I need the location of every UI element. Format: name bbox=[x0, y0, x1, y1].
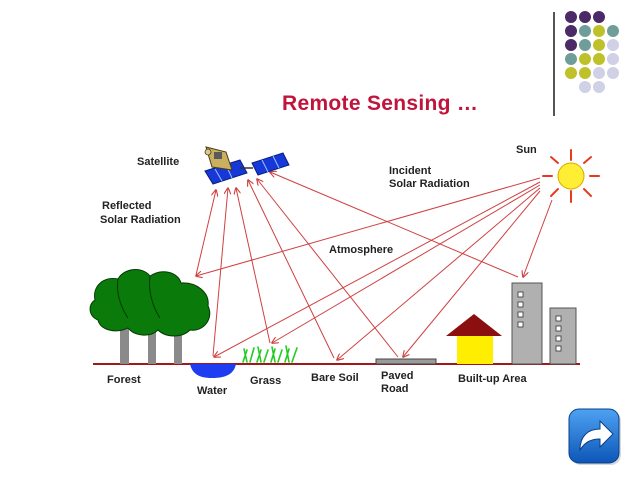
atmosphere-label: Atmosphere bbox=[329, 244, 394, 256]
paved-road-label-line2: Road bbox=[381, 383, 409, 395]
dot bbox=[565, 39, 577, 51]
dot bbox=[565, 11, 577, 23]
dot bbox=[579, 67, 591, 79]
dot bbox=[565, 67, 577, 79]
dot bbox=[565, 53, 577, 65]
dot bbox=[607, 67, 619, 79]
dot bbox=[593, 25, 605, 37]
page-title: Remote Sensing … bbox=[282, 92, 479, 115]
reflected-ray-water bbox=[212, 188, 228, 357]
dot bbox=[607, 25, 619, 37]
incident-label: Incident bbox=[389, 165, 432, 177]
reflected-label-line2: Solar Radiation bbox=[100, 214, 181, 226]
dot bbox=[579, 39, 591, 51]
reflected-ray-road bbox=[257, 179, 399, 358]
dot bbox=[593, 39, 605, 51]
water-label: Water bbox=[197, 385, 228, 397]
dot bbox=[593, 81, 605, 93]
house bbox=[446, 314, 502, 364]
dot bbox=[579, 25, 591, 37]
sun-label: Sun bbox=[516, 144, 537, 156]
forest-trees bbox=[89, 269, 211, 364]
dot bbox=[593, 53, 605, 65]
grass-patch bbox=[242, 345, 298, 363]
next-arrow-icon bbox=[568, 408, 621, 465]
reflected-rays bbox=[195, 172, 519, 359]
reflected-ray-building bbox=[270, 172, 519, 278]
incident-ray-water bbox=[214, 181, 541, 357]
dot bbox=[593, 11, 605, 23]
incident-ray-road bbox=[403, 190, 541, 357]
paved-road bbox=[375, 358, 437, 365]
satellite-icon bbox=[204, 146, 290, 185]
reflected-label: Reflected bbox=[102, 200, 152, 212]
dot bbox=[607, 39, 619, 51]
incident-ray-building bbox=[523, 199, 553, 277]
water-body bbox=[190, 364, 236, 378]
reflected-ray-soil bbox=[248, 180, 335, 359]
next-slide-button[interactable] bbox=[568, 406, 626, 468]
incident-ray-soil bbox=[337, 187, 541, 360]
incident-label-line2: Solar Radiation bbox=[389, 178, 470, 190]
satellite-label: Satellite bbox=[137, 156, 180, 168]
header-divider bbox=[553, 12, 555, 116]
tall-building bbox=[511, 282, 543, 365]
decorative-dot-grid bbox=[565, 11, 635, 93]
short-building bbox=[549, 307, 577, 365]
incident-ray-grass bbox=[272, 184, 541, 343]
dot bbox=[565, 25, 577, 37]
grass-label: Grass bbox=[250, 375, 282, 387]
dot bbox=[579, 81, 591, 93]
reflected-ray-forest bbox=[195, 190, 216, 276]
incident-rays bbox=[196, 177, 553, 360]
paved-road-label: Paved bbox=[381, 370, 414, 382]
dot bbox=[579, 11, 591, 23]
forest-label: Forest bbox=[107, 374, 141, 386]
sun-icon bbox=[542, 149, 600, 203]
dot bbox=[593, 67, 605, 79]
dot bbox=[579, 53, 591, 65]
bare-soil-label: Bare Soil bbox=[311, 372, 359, 384]
incident-ray-forest bbox=[196, 177, 541, 276]
builtup-label: Built-up Area bbox=[458, 373, 527, 385]
reflected-ray-grass bbox=[236, 188, 271, 344]
dot bbox=[607, 53, 619, 65]
